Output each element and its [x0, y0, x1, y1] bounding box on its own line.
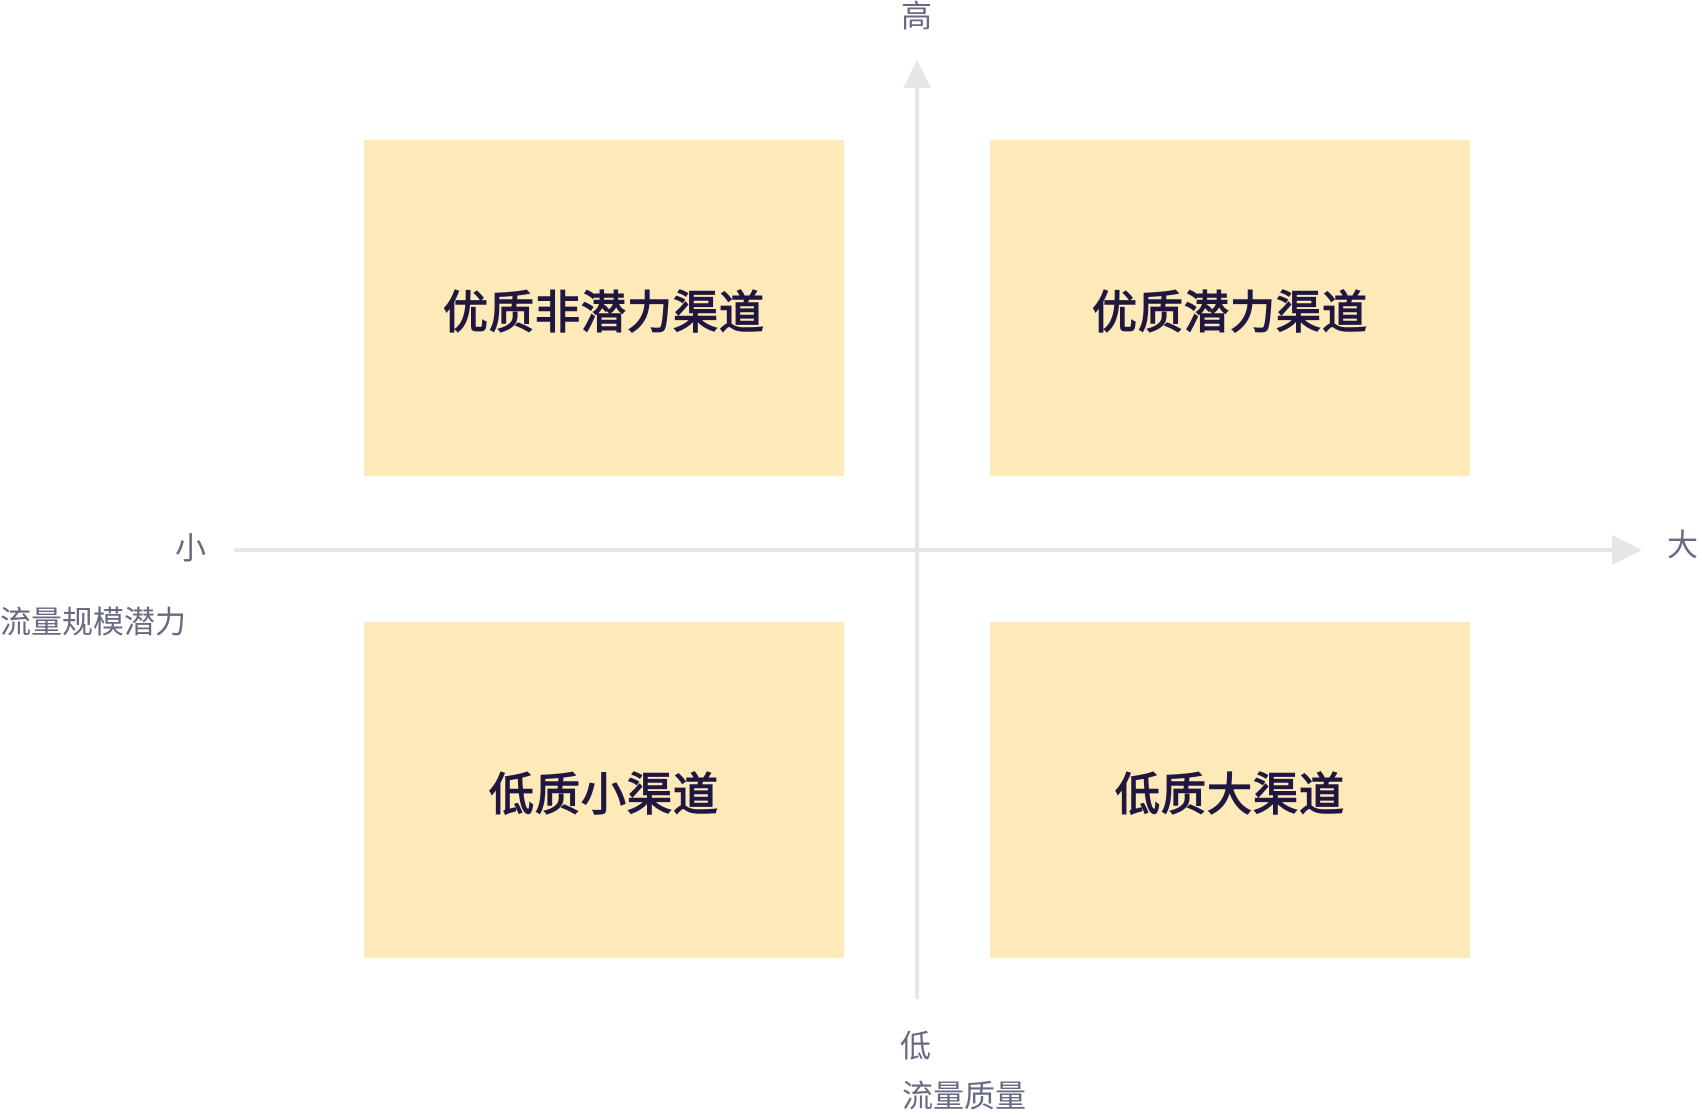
- quadrant-label: 低质大渠道: [1114, 767, 1345, 821]
- y-axis-low-label: 低: [900, 1029, 931, 1065]
- y-axis-title: 流量质量: [902, 1079, 1026, 1115]
- quadrant-top-right: 优质潜力渠道: [990, 140, 1470, 476]
- x-axis-title: 流量规模潜力: [0, 605, 186, 641]
- quadrant-label: 优质潜力渠道: [1091, 285, 1368, 339]
- quadrant-bottom-left: 低质小渠道: [364, 622, 844, 958]
- x-axis-high-label: 大: [1667, 528, 1698, 564]
- quadrant-bottom-right: 低质大渠道: [990, 622, 1470, 958]
- quadrant-top-left: 优质非潜力渠道: [364, 140, 844, 476]
- x-axis-low-label: 小: [175, 531, 206, 567]
- quadrant-label: 优质非潜力渠道: [442, 285, 765, 339]
- y-axis-high-label: 高: [901, 0, 932, 35]
- x-axis-arrow: [1612, 535, 1642, 565]
- y-axis-arrow: [903, 60, 931, 88]
- quadrant-label: 低质小渠道: [488, 767, 719, 821]
